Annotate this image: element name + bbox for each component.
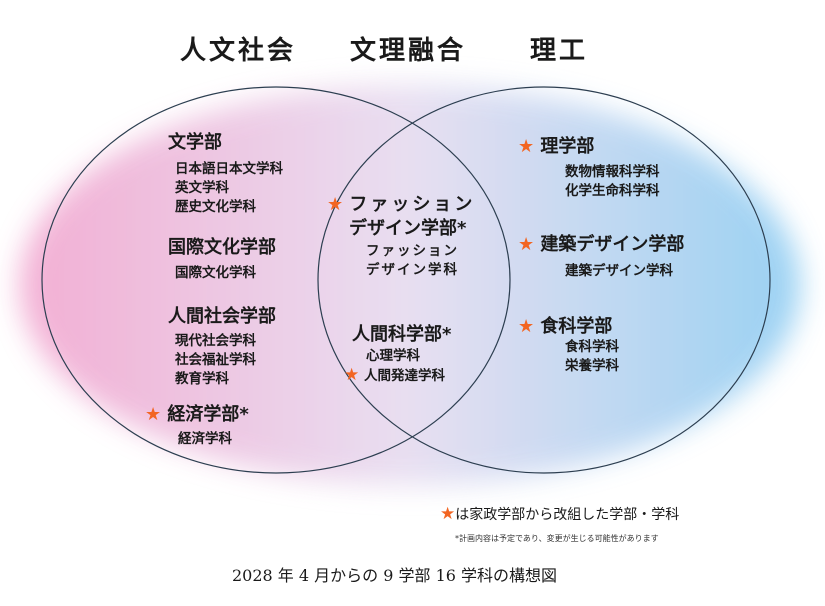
- department-starred: ★ 人間発達学科: [344, 366, 445, 386]
- department: 食科学科: [565, 339, 619, 355]
- faculty-human-sciences: 人間科学部*: [352, 324, 452, 345]
- department: 建築デザイン学科: [565, 263, 673, 279]
- star-icon: ★: [344, 365, 360, 385]
- star-icon: ★: [518, 234, 535, 255]
- department: 教育学科: [175, 371, 229, 387]
- department: 化学生命科学科: [565, 183, 660, 199]
- department: 現代社会学科: [175, 333, 256, 349]
- department: 人間発達学科: [363, 368, 445, 384]
- department: 歴史文化学科: [175, 199, 256, 215]
- faculty-economics: ★ 経済学部*: [145, 400, 249, 426]
- faculty-label: デザイン学部*: [349, 218, 467, 239]
- department-list: 現代社会学科 社会福祉学科 教育学科: [175, 332, 256, 389]
- right-circle: [317, 86, 771, 474]
- star-icon: ★: [440, 504, 456, 524]
- department-list: 数物情報科学科 化学生命科学科: [565, 163, 660, 201]
- department: 日本語日本文学科: [175, 161, 283, 177]
- faculty-label: 建築デザイン学部: [540, 234, 685, 255]
- star-icon: ★: [518, 136, 535, 157]
- department-list: ファッション デザイン学科: [366, 242, 459, 280]
- department: 心理学科: [366, 348, 420, 364]
- star-icon: ★: [518, 316, 535, 337]
- gradient-glow: [20, 85, 800, 485]
- faculty-international-culture: 国際文化学部: [168, 237, 276, 258]
- faculty-fashion-design: ★ ファッション: [327, 190, 475, 216]
- header-science-engineering: 理工: [530, 36, 589, 66]
- department: 英文学科: [175, 180, 229, 196]
- department: ファッション: [366, 243, 459, 259]
- department: デザイン学科: [366, 262, 459, 278]
- faculty-food-science: ★ 食科学部: [518, 312, 612, 338]
- footnote: *計画内容は予定であり、変更が生じる可能性があります: [455, 534, 659, 543]
- faculty-label: 理学部: [540, 136, 595, 157]
- department: 数物情報科学科: [565, 164, 660, 180]
- faculty-label: ファッション: [349, 194, 476, 215]
- header-humanities: 人文社会: [180, 36, 297, 66]
- faculty-architecture-design: ★ 建築デザイン学部: [518, 230, 684, 256]
- faculty-human-society: 人間社会学部: [168, 306, 276, 327]
- faculty-science: ★ 理学部: [518, 132, 594, 158]
- left-circle: [41, 86, 511, 474]
- star-icon: ★: [145, 404, 162, 425]
- legend-text: は家政学部から改組した学部・学科: [455, 507, 680, 523]
- caption: 2028 年 4 月からの 9 学部 16 学科の構想図: [232, 566, 558, 585]
- header-interdisciplinary: 文理融合: [350, 36, 467, 66]
- department: 栄養学科: [565, 358, 619, 374]
- department: 社会福祉学科: [175, 352, 256, 368]
- faculty-label: 経済学部*: [167, 404, 249, 425]
- star-icon: ★: [327, 194, 344, 215]
- department-list: 食科学科 栄養学科: [565, 338, 619, 376]
- department-list: 日本語日本文学科 英文学科 歴史文化学科: [175, 160, 283, 217]
- legend: ★は家政学部から改組した学部・学科: [440, 504, 679, 524]
- department: 経済学科: [178, 431, 232, 447]
- department: 国際文化学科: [175, 265, 256, 281]
- faculty-literature: 文学部: [168, 132, 222, 153]
- faculty-label: 食科学部: [540, 316, 613, 337]
